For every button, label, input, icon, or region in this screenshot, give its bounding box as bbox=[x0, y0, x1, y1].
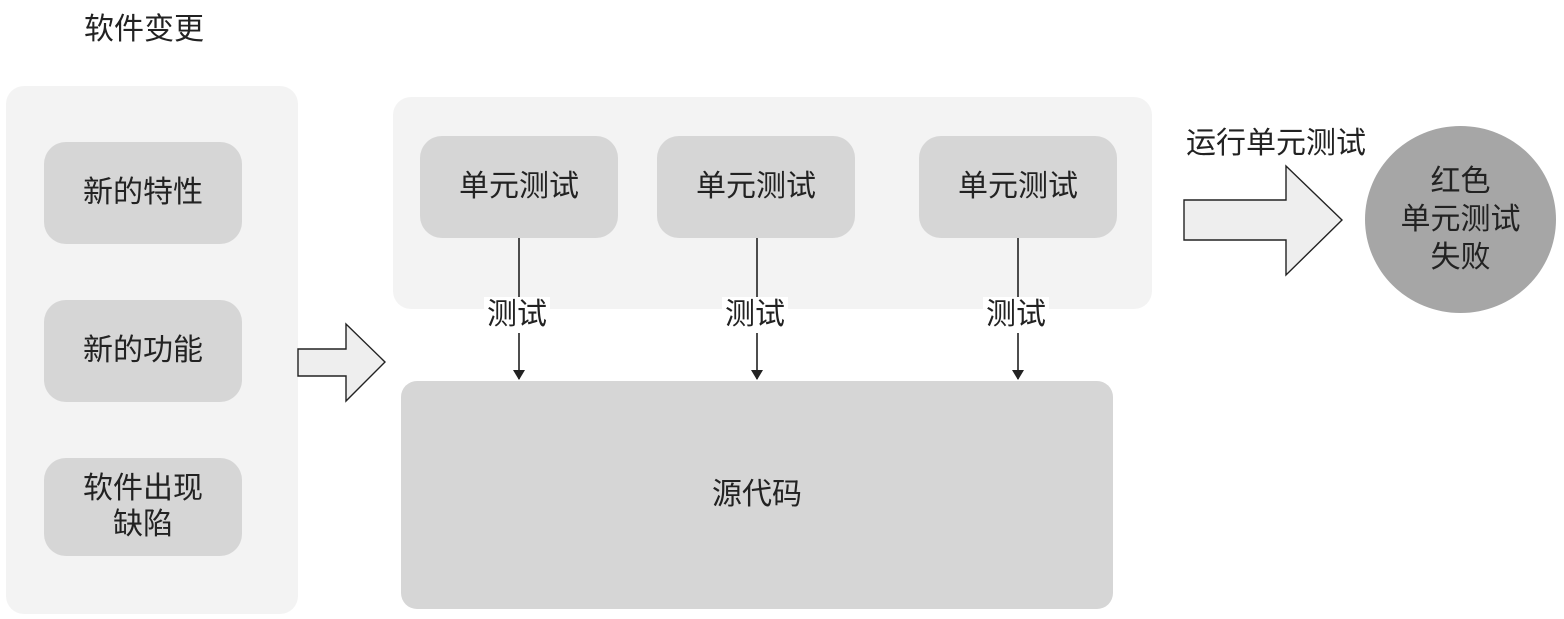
change-new-function: 新的功能 bbox=[44, 300, 242, 402]
run-tests-arrow bbox=[1183, 164, 1344, 277]
unit-test-label: 单元测试 bbox=[958, 169, 1078, 204]
unit-test-box-3: 单元测试 bbox=[919, 136, 1117, 238]
run-tests-label: 运行单元测试 bbox=[1186, 126, 1366, 161]
change-label: 新的功能 bbox=[83, 333, 203, 368]
test-edge-label-2: 测试 bbox=[722, 297, 788, 333]
source-code-label: 源代码 bbox=[712, 477, 802, 512]
unit-test-label: 单元测试 bbox=[459, 169, 579, 204]
unit-test-box-1: 单元测试 bbox=[420, 136, 618, 238]
source-code-box: 源代码 bbox=[401, 381, 1113, 609]
change-label: 软件出现 缺陷 bbox=[83, 471, 203, 542]
unit-test-box-2: 单元测试 bbox=[657, 136, 855, 238]
change-new-feature: 新的特性 bbox=[44, 142, 242, 244]
change-software-defect: 软件出现 缺陷 bbox=[44, 458, 242, 556]
test-edge-label-1: 测试 bbox=[484, 297, 550, 333]
changes-to-tests-arrow bbox=[297, 322, 386, 403]
diagram-title: 软件变更 bbox=[84, 12, 204, 47]
change-label: 新的特性 bbox=[83, 175, 203, 210]
result-label: 红色 单元测试 失败 bbox=[1400, 163, 1521, 275]
unit-test-label: 单元测试 bbox=[696, 169, 816, 204]
test-edge-label-3: 测试 bbox=[983, 297, 1049, 333]
red-unit-test-fail-node: 红色 单元测试 失败 bbox=[1365, 126, 1556, 313]
